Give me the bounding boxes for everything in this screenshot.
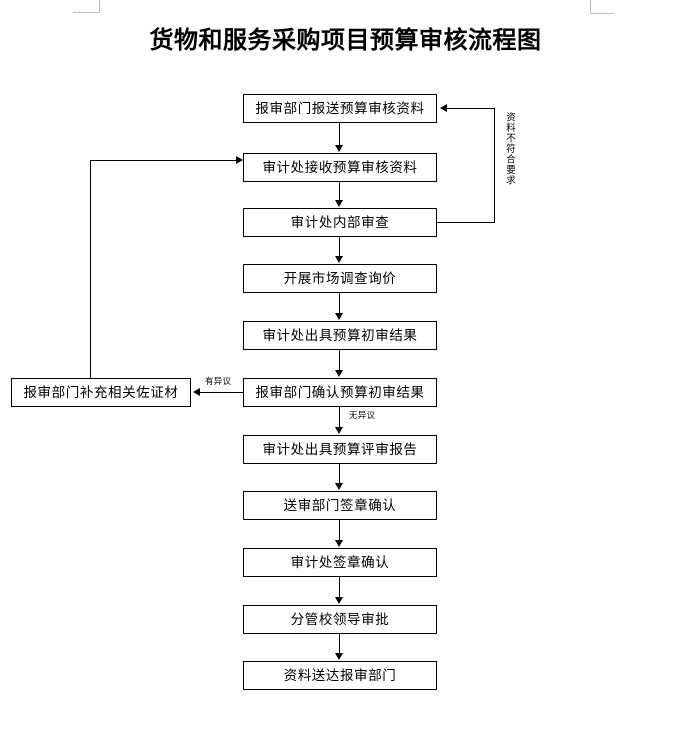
node-label: 审计处签章确认 [290,554,390,570]
connector-n8-n9 [339,520,340,541]
node-label: 报审部门补充相关佐证材 [23,384,179,400]
node-leader-approval[interactable]: 分管校领导审批 [243,605,437,634]
edge-label-no-objection: 无异议 [349,410,376,420]
node-label: 审计处接收预算审核资料 [262,159,418,175]
node-department-confirms-result[interactable]: 报审部门确认预算初审结果 [243,378,437,407]
arrowhead-loop-right [440,104,447,112]
loop-right-segment-bottom [437,222,495,223]
arrowhead-n9-n10 [335,597,343,604]
arrowhead-branch-left [193,388,200,396]
node-label: 审计处内部审查 [290,214,390,230]
branch-left-segment [200,392,243,393]
loop-left-segment-top [90,160,236,161]
node-submit-budget-materials[interactable]: 报审部门报送预算审核资料 [243,94,437,123]
node-label: 报审部门确认预算初审结果 [255,384,425,400]
node-issue-preliminary-result[interactable]: 审计处出具预算初审结果 [243,321,437,350]
loop-right-segment-top [447,108,495,109]
node-label: 报审部门报送预算审核资料 [255,100,425,116]
node-label: 分管校领导审批 [290,611,390,627]
arrowhead-n8-n9 [335,540,343,547]
node-label: 审计处出具预算评审报告 [262,441,418,457]
node-label: 资料送达报审部门 [283,667,397,683]
node-market-survey-pricing[interactable]: 开展市场调查询价 [243,264,437,293]
arrowhead-n2-n3 [335,200,343,207]
crop-mark-top-right [590,0,614,14]
arrowhead-n7-n8 [335,483,343,490]
arrowhead-n10-n11 [335,653,343,660]
arrowhead-n1-n2 [335,145,343,152]
arrowhead-loop-left [236,156,243,164]
node-label: 送审部门签章确认 [283,497,397,513]
edge-label-material-noncompliant: 资料不符合要求 [504,112,514,186]
node-department-seal-confirm[interactable]: 送审部门签章确认 [243,491,437,520]
node-audit-seal-confirm[interactable]: 审计处签章确认 [243,548,437,577]
connector-n2-n3 [339,182,340,201]
node-audit-receives-materials[interactable]: 审计处接收预算审核资料 [243,153,437,182]
node-issue-review-report[interactable]: 审计处出具预算评审报告 [243,435,437,464]
connector-n3-n4 [339,237,340,257]
connector-n4-n5 [339,293,340,314]
edge-label-has-objection: 有异议 [205,376,232,386]
connector-n9-n10 [339,577,340,598]
node-supplement-supporting-materials[interactable]: 报审部门补充相关佐证材 [11,378,191,407]
crop-mark-top-left [73,0,100,13]
node-deliver-materials[interactable]: 资料送达报审部门 [243,661,437,690]
arrowhead-n5-n6 [335,370,343,377]
node-label: 开展市场调查询价 [283,270,397,286]
page-title: 货物和服务采购项目预算审核流程图 [149,27,542,54]
connector-n6-n7 [339,407,340,428]
loop-left-segment-vertical [90,160,91,378]
node-audit-internal-review[interactable]: 审计处内部审查 [243,208,437,237]
connector-n5-n6 [339,350,340,371]
arrowhead-n6-n7 [335,427,343,434]
connector-n10-n11 [339,634,340,654]
node-label: 审计处出具预算初审结果 [262,327,418,343]
connector-n7-n8 [339,464,340,484]
loop-right-segment-vertical [494,108,495,223]
arrowhead-n4-n5 [335,313,343,320]
connector-n1-n2 [339,123,340,146]
arrowhead-n3-n4 [335,256,343,263]
